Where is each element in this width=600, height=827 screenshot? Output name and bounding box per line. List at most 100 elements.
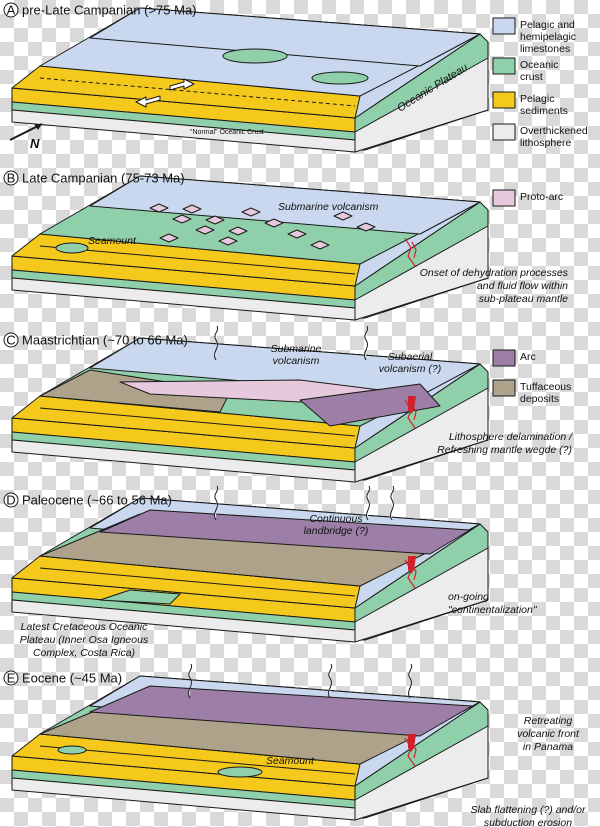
dehydration-note: Onset of dehydration processes <box>420 267 569 279</box>
panel-letter: E <box>7 671 16 686</box>
proto-arc-patch <box>333 211 353 221</box>
ridge-line <box>39 245 356 275</box>
panel-title: E Eocene (~45 Ma) <box>3 670 122 686</box>
arc-area <box>99 509 471 555</box>
steam-plume-icon <box>328 663 333 699</box>
panel-letter: A <box>7 3 16 18</box>
lithosphere-front <box>11 599 356 643</box>
proto-arc-patch <box>195 225 215 235</box>
seamount <box>57 745 87 755</box>
proto-arc-patch <box>310 240 330 250</box>
normal-crust-label: "Normal" Oceanic Crust <box>190 129 264 136</box>
panel-letter: C <box>6 333 15 348</box>
osa-plateau-note: Complex, Costa Rica) <box>33 647 135 659</box>
panel-title: B Late Campanian (75-73 Ma) <box>3 170 185 186</box>
proto-arc-patch <box>228 226 248 236</box>
legend-label: lithosphere <box>520 137 572 149</box>
legend-label: Tuffaceous <box>520 381 571 393</box>
continentalization-note: on-going <box>448 591 489 603</box>
panel-letter-circle <box>3 492 19 508</box>
magma-drop-icon <box>408 556 416 574</box>
panel-title-text: pre-Late Campanian (>75 Ma) <box>22 3 197 18</box>
proto-arc-patch <box>205 215 225 225</box>
lithosphere-front <box>11 439 356 483</box>
legend-label: hemipelagic <box>520 31 576 43</box>
panel-title-text: Eocene (~45 Ma) <box>22 671 122 686</box>
arc-area <box>89 685 473 737</box>
panel-letter-circle <box>3 332 19 348</box>
lithosphere-front <box>11 109 356 153</box>
oceanic-plateau-block <box>99 589 181 605</box>
fluid-flow-line <box>411 241 417 259</box>
panel-title-text: Late Campanian (75-73 Ma) <box>22 171 185 186</box>
limestone-top <box>89 7 481 67</box>
legend-label: crust <box>520 71 543 83</box>
proto-arc-patch <box>149 203 169 213</box>
legend-label: Oceanic <box>520 59 559 71</box>
ridge-line <box>39 745 356 775</box>
steam-plume-icon <box>214 325 219 361</box>
steam-plume-icon <box>364 325 369 361</box>
compass-label: N <box>30 136 40 151</box>
lithosphere-front <box>11 777 356 821</box>
proto-arc-patch <box>287 229 307 239</box>
legend: Pelagic andhemipelagiclimestonesOceanicc… <box>492 17 588 405</box>
motion-arrow-icon <box>135 95 161 108</box>
legend-label: Pelagic and <box>520 19 575 31</box>
panel-title-text: Paleocene (~66 to 56 Ma) <box>22 493 172 508</box>
ridge-line <box>39 567 356 597</box>
panel-letter: B <box>7 171 16 186</box>
magma-drop-icon <box>408 396 416 414</box>
ridge-line <box>39 407 356 437</box>
delamination-note: Lithosphere delamination / <box>449 431 573 443</box>
proto-arc-patch <box>182 204 202 214</box>
seamount <box>55 242 89 254</box>
legend-swatch-limestone <box>492 17 516 35</box>
osa-plateau-note: Latest Cretaceous Oceanic <box>21 621 148 633</box>
lithosphere-front <box>11 277 356 321</box>
magma-drop-icon <box>408 734 416 752</box>
legend-swatch-oceanic_crust <box>492 57 516 75</box>
legend-swatch-proto_arc <box>492 189 516 207</box>
submarine-volcanism-label: Submarine <box>271 343 322 355</box>
dehydration-note: and fluid flow within <box>477 280 568 292</box>
legend-swatch-pelagic_sediments <box>492 91 516 109</box>
legend-swatch-arc <box>492 349 516 367</box>
retreating-front-note: in Panama <box>523 741 573 753</box>
proto-arc-patch <box>241 207 261 217</box>
panel-letter: D <box>6 493 15 508</box>
arc-area <box>299 383 441 427</box>
legend-label: sediments <box>520 105 568 117</box>
panel-title: D Paleocene (~66 to 56 Ma) <box>3 492 172 508</box>
legend-swatch-lithosphere <box>492 123 516 141</box>
retreating-front-note: volcanic front <box>517 728 580 740</box>
seamount-label: Seamount <box>266 755 315 767</box>
proto-arc-patch <box>264 218 284 228</box>
retreating-front-note: Retreating <box>524 715 573 727</box>
proto-arc-patch <box>356 222 376 232</box>
steam-plume-icon <box>214 485 219 521</box>
subaerial-volcanism-label: volcanism (?) <box>379 363 441 375</box>
legend-label: limestones <box>520 43 570 55</box>
seamount-label: Seamount <box>88 235 137 247</box>
crust-window <box>222 48 288 64</box>
dehydration-note: sub-plateau mantle <box>479 293 568 305</box>
legend-swatch-tuffaceous <box>492 379 516 397</box>
slab-flattening-note: Slab flattening (?) and/or <box>471 804 586 816</box>
panel-letter-circle <box>3 2 19 18</box>
osa-plateau-note: Plateau (Inner Osa Igneous <box>20 634 149 646</box>
panel-letter-circle <box>3 670 19 686</box>
delamination-note: Refreshing mantle wegde (?) <box>437 444 572 456</box>
legend-label: Proto-arc <box>520 191 563 203</box>
compass-arrow-icon <box>34 124 42 130</box>
proto-arc-patch <box>172 214 192 224</box>
